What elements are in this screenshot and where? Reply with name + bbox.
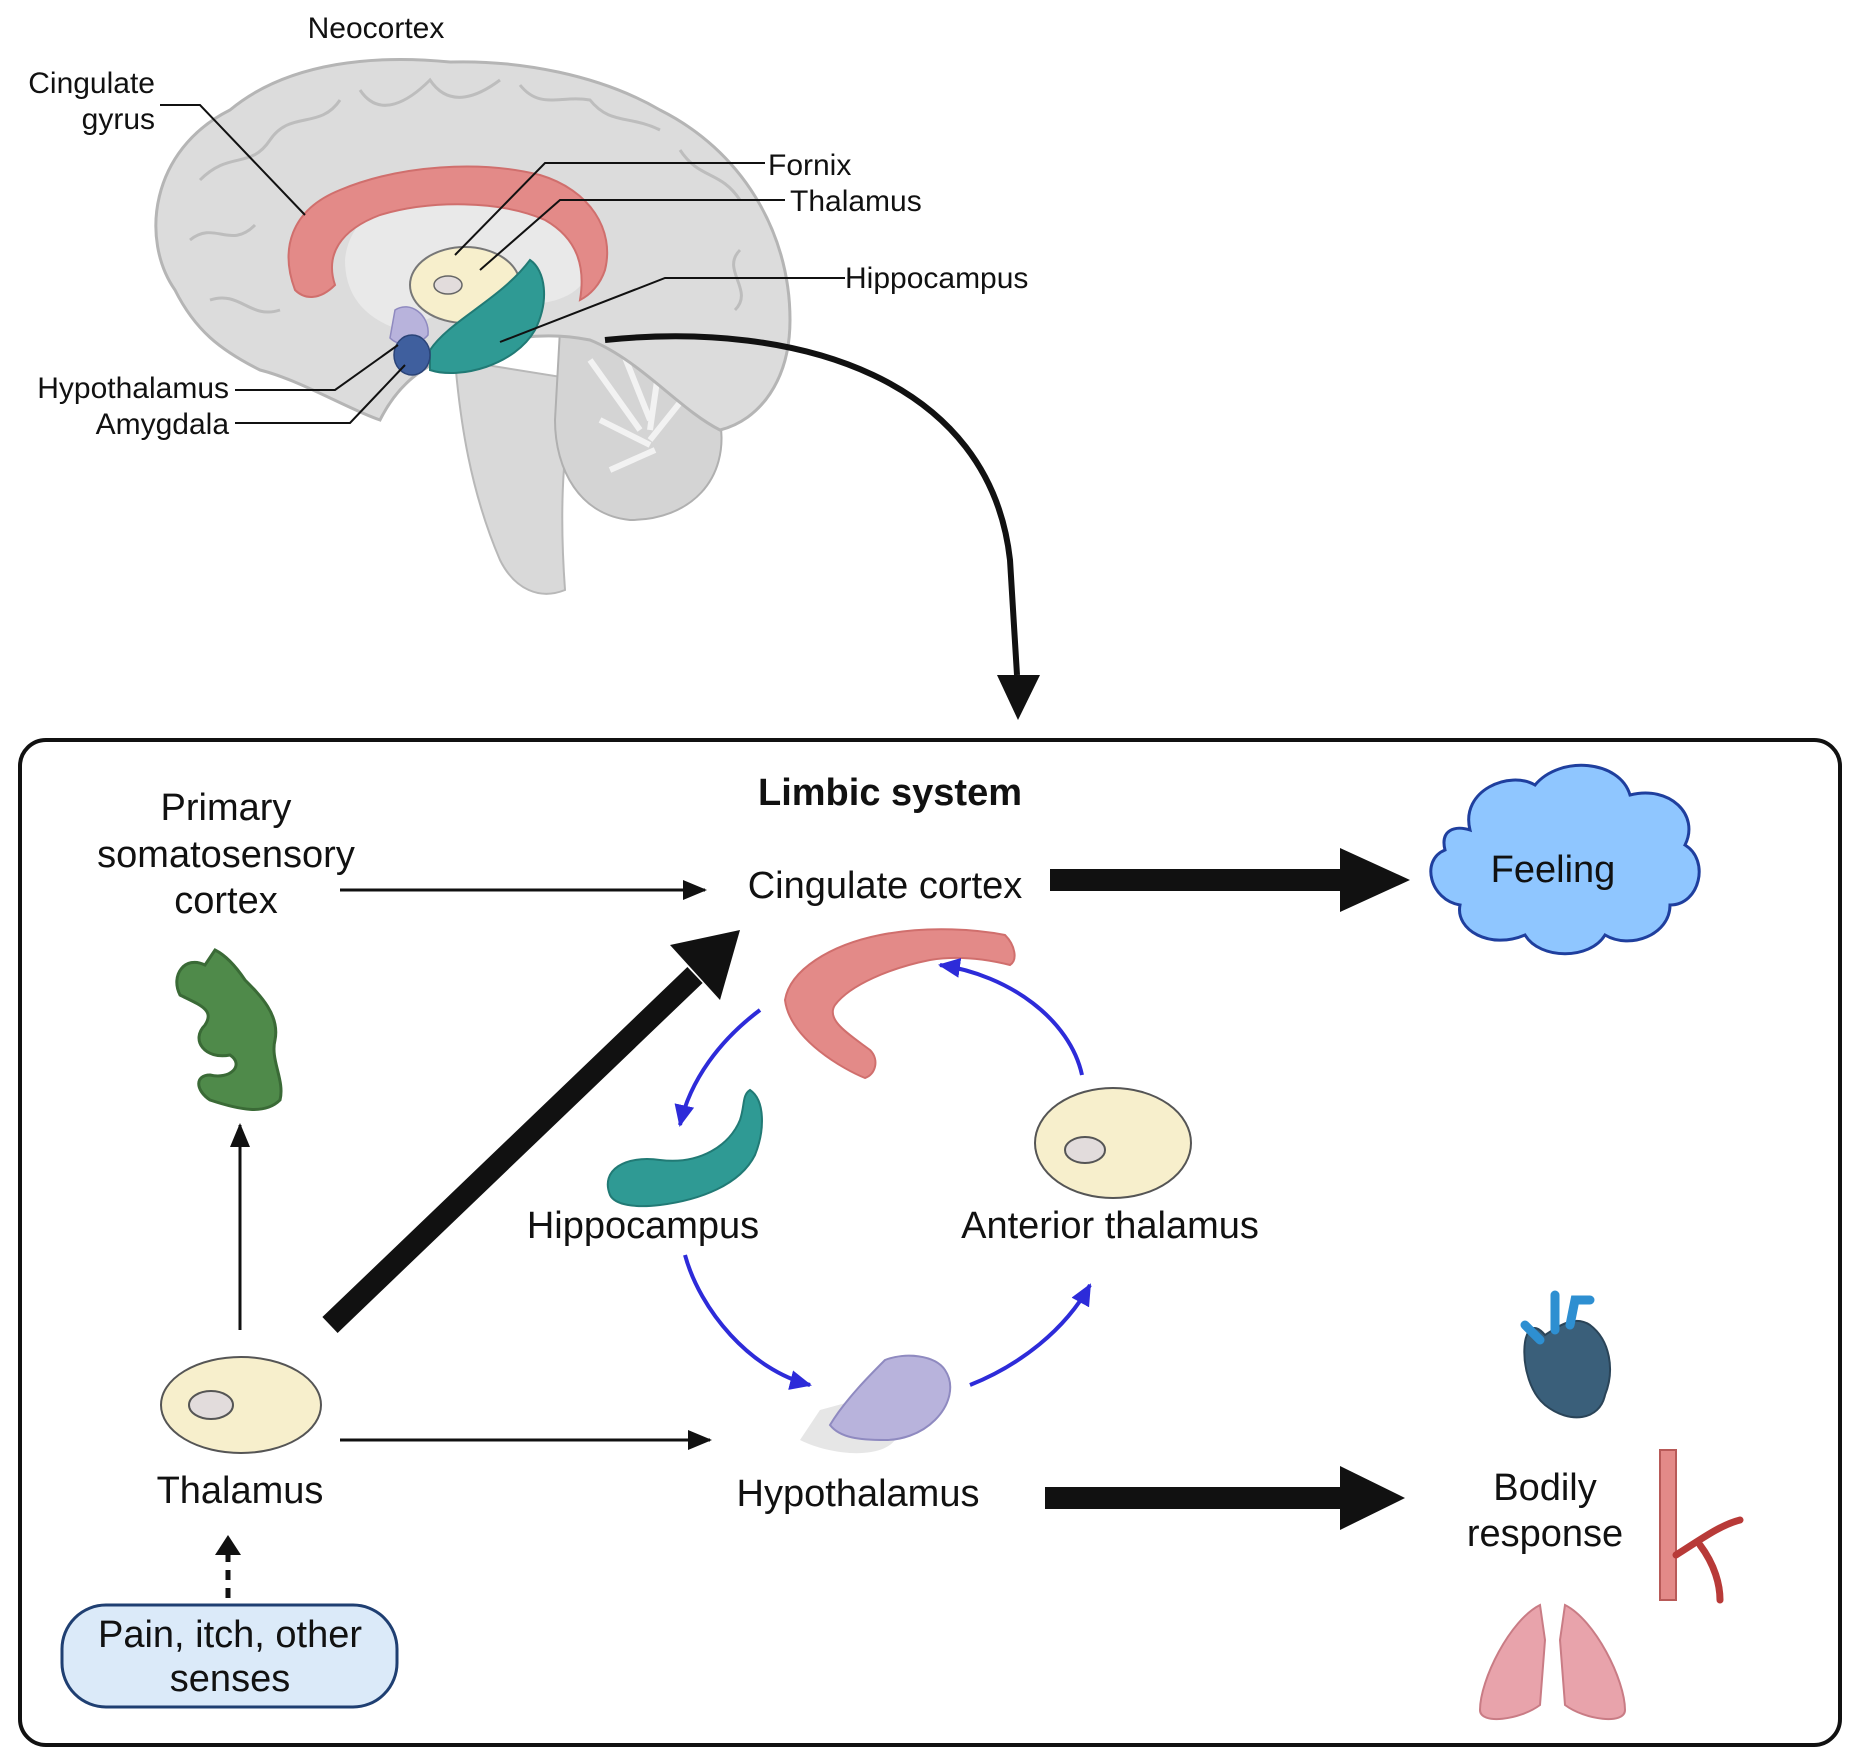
senses-label-1: Pain, itch, other: [98, 1614, 362, 1656]
somatosensory-cortex-icon: [175, 948, 283, 1111]
label-thalamus: Thalamus: [790, 185, 922, 218]
arrow-hippocampus-to-hypothalamus: [683, 1254, 812, 1390]
senses-box: [60, 1603, 399, 1709]
leader-thalamus: [479, 199, 785, 271]
hippocampus-label: Hippocampus: [527, 1205, 759, 1247]
brain-cingulate-gyrus: [287, 165, 609, 302]
label-neocortex: Neocortex: [308, 12, 445, 45]
arrow-thalamus-to-cingulate-head: [670, 930, 740, 1000]
arrow-hypothalamus-to-bodily-head: [1340, 1466, 1405, 1530]
feeling-label: Feeling: [1491, 849, 1616, 891]
brain-hippocampus: [429, 258, 546, 374]
cerebellum-tree: [587, 343, 693, 473]
label-hippocampus: Hippocampus: [845, 262, 1028, 295]
arrow-thalamus-to-cingulate: [322, 967, 703, 1333]
heart-icon: [1520, 1290, 1611, 1419]
arrow-senses-to-thalamus-head: [215, 1535, 241, 1555]
brain-illustration: Neocortex Cingulate gyrus Fornix Thalamu…: [28, 12, 1028, 595]
label-fornix: Fornix: [768, 149, 851, 182]
arrow-hypothalamus-to-anterior-thalamus: [969, 1283, 1092, 1387]
hypothalamus-label: Hypothalamus: [737, 1473, 980, 1515]
brain-to-limbic-arrow: [604, 333, 1020, 676]
cingulate-cortex-label: Cingulate cortex: [748, 865, 1023, 907]
thalamus-label: Thalamus: [157, 1470, 324, 1512]
primary-label-2: somatosensory: [97, 834, 355, 876]
arrow-cingulate-to-hippocampus: [674, 1008, 762, 1127]
anterior-thalamus-icon: [1034, 1087, 1192, 1199]
anterior-thalamus-nucleus: [1064, 1136, 1106, 1164]
leader-amygdala: [235, 364, 406, 424]
label-hypothalamus: Hypothalamus: [37, 372, 229, 405]
label-cingulate-gyrus-2: gyrus: [82, 103, 155, 136]
limbic-title: Limbic system: [758, 772, 1022, 814]
gyri-texture: [189, 77, 743, 314]
bodily-label-2: response: [1467, 1513, 1623, 1555]
cingulate-cortex-icon: [783, 928, 1016, 1080]
senses-label-2: senses: [170, 1658, 290, 1700]
brain-to-limbic-arrowhead: [997, 675, 1040, 720]
leader-cingulate: [160, 104, 306, 216]
bodily-label-1: Bodily: [1493, 1467, 1597, 1509]
primary-label-1: Primary: [161, 787, 292, 829]
label-cingulate-gyrus-1: Cingulate: [28, 67, 155, 100]
anterior-thalamus-label: Anterior thalamus: [961, 1205, 1259, 1247]
label-amygdala: Amygdala: [96, 408, 230, 441]
brain-amygdala: [393, 334, 431, 376]
lungs-icon: [1478, 1603, 1627, 1721]
blood-vessel-icon: [1659, 1449, 1744, 1604]
leader-hippocampus: [499, 277, 845, 343]
leader-hypothalamus: [235, 344, 399, 391]
thalamus-nucleus: [188, 1390, 234, 1420]
arrow-anterior-thalamus-to-cingulate: [938, 957, 1084, 1076]
feeling-cloud: [1429, 763, 1701, 956]
brain-thalamus-nucleus: [433, 275, 463, 295]
leader-fornix: [454, 162, 765, 256]
hippocampus-icon: [607, 1088, 763, 1208]
arrow-cingulate-to-feeling-head: [1340, 848, 1410, 912]
primary-label-3: cortex: [174, 880, 277, 922]
brain-hypothalamus: [389, 306, 429, 345]
hypothalamus-icon: [828, 1354, 952, 1442]
thalamus-icon: [160, 1356, 322, 1454]
